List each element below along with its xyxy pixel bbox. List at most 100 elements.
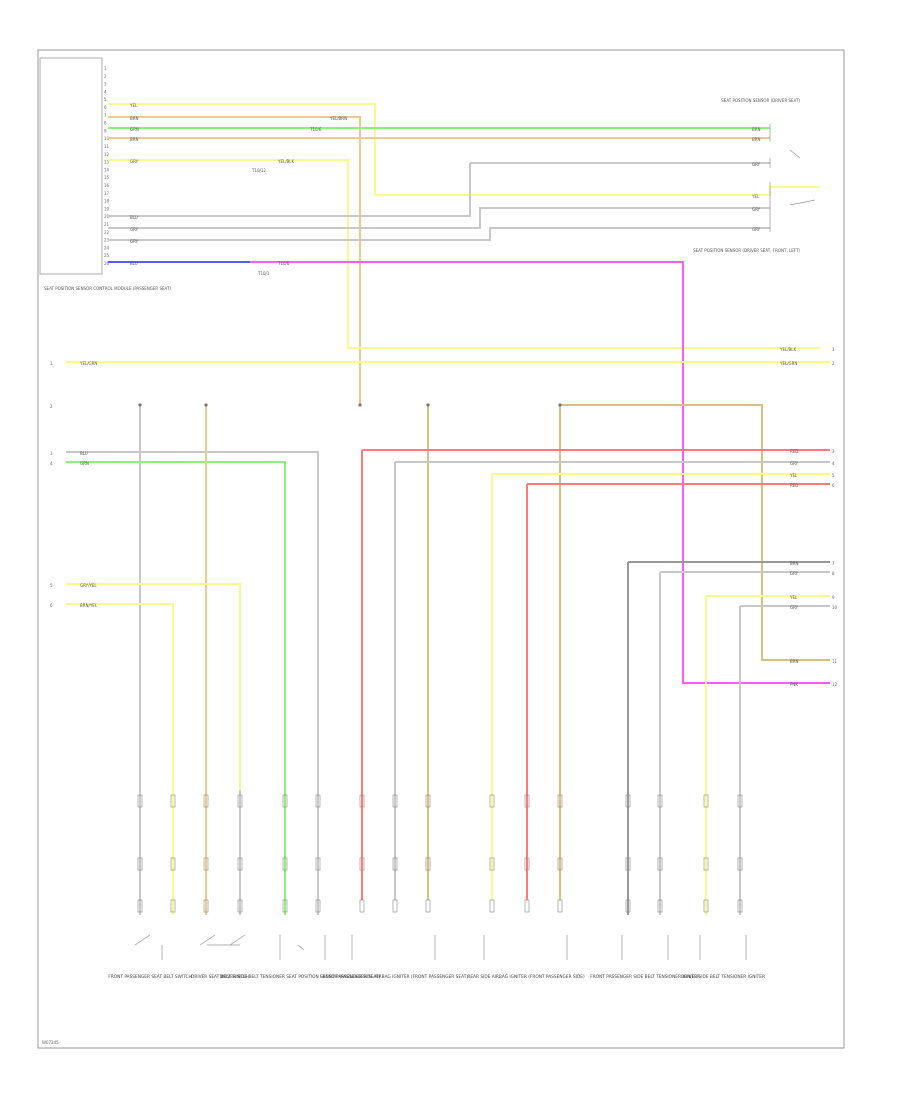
right-ref-4: 4: [832, 461, 835, 466]
wire-gray-left: [66, 451, 319, 858]
connector-stub-12-2: [625, 899, 631, 913]
connector-stub-10-1: [524, 857, 530, 871]
component-c7: DRIVER SIDE BELT TENSIONER IGNITER: [681, 974, 765, 980]
right-ref-10: 10: [832, 605, 838, 610]
right-wire-label-13: BRN: [790, 561, 799, 566]
connector-stub-7-1: [392, 857, 398, 871]
connector-stub-13-2: [657, 899, 663, 913]
component-c3: DRIVER SIDE BELT TENSIONER SEAT POSITION…: [220, 974, 381, 980]
igniter-3-symbol: [621, 935, 669, 960]
module-pin-6: 6: [104, 105, 107, 110]
connector-stub-15-1: [737, 857, 743, 871]
left-ref-1: 1: [50, 361, 53, 366]
wire-label-7: BLU: [130, 215, 138, 220]
right-wire-label-4: YEL: [751, 194, 760, 199]
right-wire-label-2: BRN: [752, 137, 761, 142]
connector-stubs: [137, 794, 743, 913]
connector-stub-14-0: [703, 794, 709, 808]
right-ref-7: 7: [832, 561, 835, 566]
left-ref-3: 3: [50, 451, 53, 456]
wire-yellow-top: [108, 103, 820, 196]
wire-label-1: YEL: [129, 103, 138, 108]
module-pin-25: 25: [104, 253, 110, 258]
right-ref-9: 9: [832, 595, 835, 600]
right-wire-label-9: RED: [790, 449, 798, 454]
connector-stub-1-0: [170, 794, 176, 808]
wire-label-6: YEL/BLK: [277, 159, 295, 164]
seatbelt-switch-1-symbol: [134, 934, 163, 960]
left-ref-2: 2: [50, 404, 53, 409]
wire-label-13: GRN: [80, 461, 89, 466]
connector-stub-3-0: [237, 794, 243, 808]
wire-olive-right: [560, 404, 830, 661]
connector-stub-3-1: [237, 857, 243, 871]
wire-green-left: [66, 461, 286, 858]
wire-gray-2: [108, 207, 770, 229]
connector-stub-10-2: [524, 899, 530, 913]
connector-stub-4-0: [282, 794, 288, 808]
wire-label-2: BRN: [130, 116, 139, 121]
connector-stub-6-0: [359, 794, 365, 808]
right-wire-label-11: YEL: [789, 473, 798, 478]
diagram-frame: [37, 49, 845, 1049]
connector-stub-0-0: [137, 794, 143, 808]
connector-stub-15-0: [737, 794, 743, 808]
right-wire-label-8: YEL/GRN: [779, 361, 797, 366]
component-symbols: [134, 934, 747, 960]
connector-stub-5-2: [315, 899, 321, 913]
right-wire-label-6: GRY: [752, 227, 761, 232]
igniter-2-symbol: [483, 935, 568, 960]
wire-label-3: GRN: [130, 127, 139, 132]
wire-yellow-left-low-1: [66, 583, 241, 790]
connector-stub-5-1: [315, 857, 321, 871]
module-pin-19: 19: [104, 206, 110, 211]
connector-stub-14-2: [703, 899, 709, 913]
splice-label-2: T10/6: [309, 127, 322, 132]
left-ref-5: 5: [50, 583, 53, 588]
module-pin-1: 1: [104, 66, 107, 71]
connector-stub-3-2: [237, 899, 243, 913]
right-ref-11: 11: [832, 659, 838, 664]
right-ref-1: 1: [832, 347, 835, 352]
module-pin-13: 13: [104, 160, 110, 165]
module-pin-7: 7: [104, 113, 107, 118]
connector-stub-12-0: [625, 794, 631, 808]
connector-stub-0-1: [137, 857, 143, 871]
connector-stub-9-2: [489, 899, 495, 913]
connector-stub-6-2: [359, 899, 365, 913]
wire-orange-top: [108, 116, 361, 405]
wire-group: [66, 103, 830, 915]
connector-stub-7-2: [392, 899, 398, 913]
module-pin-17: 17: [104, 191, 110, 196]
connector-stub-1-2: [170, 899, 176, 913]
splice-label-3: T10/12: [251, 168, 266, 173]
connector-stub-8-1: [425, 857, 431, 871]
component-c4: FRONT PASSENGER SIDE AIRBAG IGNITER (FRO…: [320, 974, 468, 980]
right-wire-label-1: BRN: [752, 127, 761, 132]
module-pin-3: 3: [104, 82, 107, 87]
wire-label-12: BLU: [80, 451, 88, 456]
right-ref-8: 8: [832, 571, 835, 576]
right-wire-label-14: GRY: [790, 571, 799, 576]
connector-stub-15-2: [737, 899, 743, 913]
splice-dots: [138, 403, 562, 407]
connector-stub-8-0: [425, 794, 431, 808]
module-pin-5: 5: [104, 97, 107, 102]
connector-stub-0-2: [137, 899, 143, 913]
splice-label-4: T10/6: [277, 261, 290, 266]
control-module-box: [39, 57, 103, 275]
left-reference-markers: 1 2 3 4 5 6: [50, 361, 53, 608]
wire-label-11: YEL/GRN: [79, 361, 97, 366]
connector-stub-11-1: [557, 857, 563, 871]
wire-yellow-left-low-2: [66, 603, 174, 790]
wire-label-8: GRY: [130, 227, 139, 232]
connector-stub-7-0: [392, 794, 398, 808]
splice-label-5: T10/1: [257, 271, 270, 276]
sensor-symbol: [279, 935, 326, 960]
right-ref-2: 2: [832, 361, 835, 366]
wire-label-10: BLU: [130, 261, 138, 266]
module-pin-list: 1234567891011121314151617181920212223242…: [104, 66, 110, 266]
component-c6: FRONT PASSENGER SIDE BELT TENSIONER IGNI…: [590, 974, 700, 980]
right-connector-mid-label: SEAT POSITION SENSOR (DRIVER SEAT, FRONT…: [693, 248, 800, 253]
seatbelt-switch-2-symbol: [199, 934, 246, 946]
